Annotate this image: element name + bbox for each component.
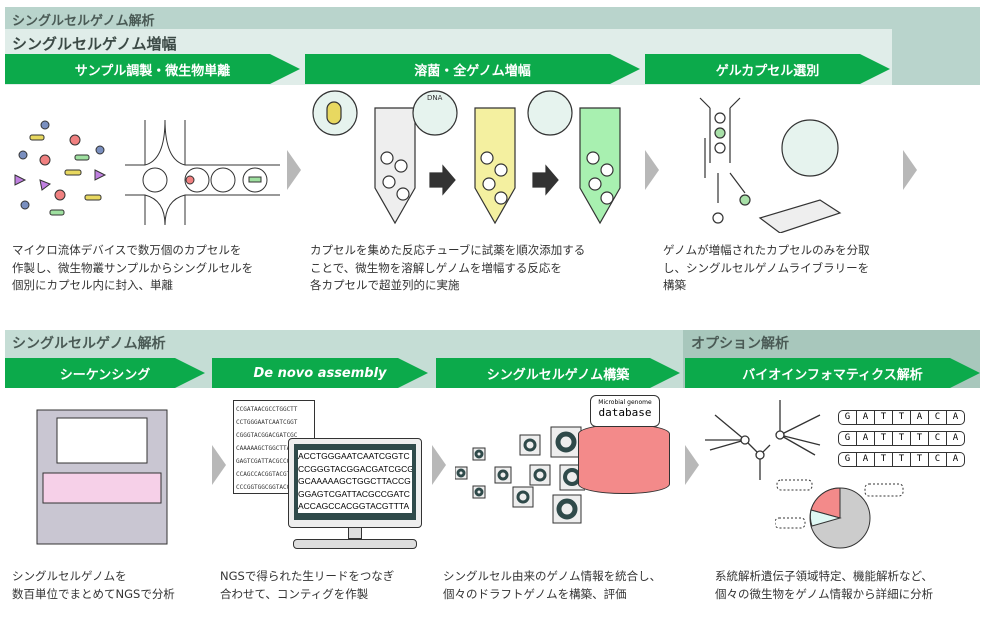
monitor-stand <box>348 527 362 539</box>
contig-line: GCAAAAAGCTGGCTTACCG <box>298 476 411 486</box>
read-line: CGGGTACGGACGATCGC <box>236 432 298 439</box>
monitor: ACCTGGGAATCAATCGGTC CCGGGTACGGACGATCGCG … <box>288 438 422 528</box>
chevron-right-icon <box>903 150 917 190</box>
chevron-right-icon <box>432 445 446 485</box>
top-section-title: シングルセルゲノム解析 <box>12 14 155 29</box>
nucleotide: G <box>844 454 851 464</box>
lysis-illustration: DNA <box>312 90 621 225</box>
step-lysis-amplification: 溶菌・全ゲノム増幅 <box>305 54 640 84</box>
contig-line: CCGGGTACGGACGATCGCG <box>298 463 412 474</box>
nucleotide: T <box>910 453 928 466</box>
read-line: CAAAAAGCTGGCTTAC <box>236 445 294 452</box>
nucleotide: A <box>856 411 874 424</box>
pie-chart-icon <box>775 479 904 549</box>
read-line: CCAGCCACGGTACGTT <box>236 471 294 478</box>
chevron-right-icon <box>645 150 659 190</box>
database-label: Microbial genome database <box>590 395 660 427</box>
step-sample-prep: サンプル調製・微生物単離 <box>5 54 300 84</box>
nucleotide: A <box>946 432 964 445</box>
read-line: GAGTCGATTACGCCGA <box>236 458 294 465</box>
nucleotide: A <box>946 411 964 424</box>
database-cylinder <box>578 424 670 494</box>
step-genome-construction: シングルセルゲノム構築 <box>436 358 680 388</box>
database-label-big: database <box>598 406 652 419</box>
step-bioinformatics-desc: 系統解析遺伝子領域特定、機能解析など、 個々の微生物をゲノム情報から詳細に分析 <box>715 569 934 601</box>
chevron-right-icon <box>287 150 301 190</box>
nucleotide: T <box>874 411 892 424</box>
nucleotide: T <box>874 453 892 466</box>
nucleotide: C <box>928 432 946 445</box>
step-sequencing: シーケンシング <box>5 358 205 388</box>
svg-text:DNA: DNA <box>427 94 443 102</box>
contig-line: ACCAGCCACGGTACGTTTA <box>298 501 410 511</box>
step-assembly-desc: NGSで得られた生リードをつなぎ 合わせて、コンティグを作製 <box>220 569 395 601</box>
chevron-right-icon <box>212 445 226 485</box>
nucleotide: A <box>910 411 928 424</box>
nucleotide: T <box>874 432 892 445</box>
step-bioinformatics: バイオインフォマティクス解析 <box>685 358 980 388</box>
nucleotide: C <box>928 411 946 424</box>
step-sequencing-desc: シングルセルゲノムを 数百単位でまとめてNGSで分析 <box>12 569 175 601</box>
microfluidics-illustration <box>14 119 280 226</box>
read-line: CCCGGTGGCGGTACG <box>236 484 291 491</box>
step-genome-desc: シングルセル由来のゲノム情報を統合し、 個々のドラフトゲノムを構築、評価 <box>443 569 662 601</box>
nucleotide: C <box>928 453 946 466</box>
nucleotide: T <box>910 432 928 445</box>
nucleotide: G <box>844 412 851 422</box>
step-capsule-sorting: ゲルカプセル選別 <box>645 54 890 84</box>
nucleotide: G <box>844 433 851 443</box>
step-sorting-desc: ゲノムが増幅されたカプセルのみを分取 し、シングルセルゲノムライブラリーを 構築 <box>663 243 870 292</box>
genome-bins-illustration <box>455 426 585 524</box>
phylogenetic-tree-icon <box>705 400 821 480</box>
chevron-right-icon <box>685 445 699 485</box>
amplification-title: シングルセルゲノム増幅 <box>12 35 177 53</box>
read-line: CCTGGGAATCAATCGGT <box>236 419 298 426</box>
analysis-title: シングルセルゲノム解析 <box>12 336 166 352</box>
monitor-base <box>293 539 417 549</box>
contig-line: ACCTGGGAATCAATCGGTC <box>298 451 410 461</box>
nucleotide: T <box>892 432 910 445</box>
nucleotide: T <box>892 453 910 466</box>
option-title: オプション解析 <box>691 336 789 352</box>
nucleotide: A <box>856 453 874 466</box>
nucleotide: A <box>856 432 874 445</box>
sorting-illustration <box>699 97 842 233</box>
nucleotide: T <box>892 411 910 424</box>
read-line: CCGATAACGCCTGGCTT <box>236 406 298 413</box>
step-sample-prep-desc: マイクロ流体デバイスで数万個のカプセルを 作製し、微生物叢サンプルからシングルセ… <box>12 243 254 292</box>
step-lysis-desc: カプセルを集めた反応チューブに試薬を順次添加する ことで、微生物を溶解しゲノムを… <box>310 243 586 292</box>
database-label-small: Microbial genome <box>598 399 652 406</box>
contig-line: GGAGTCGATTACGCCGATC <box>298 488 410 499</box>
step-de-novo-assembly: De novo assembly <box>212 358 428 388</box>
sequencer-illustration <box>36 409 168 545</box>
nucleotide: A <box>946 453 964 466</box>
